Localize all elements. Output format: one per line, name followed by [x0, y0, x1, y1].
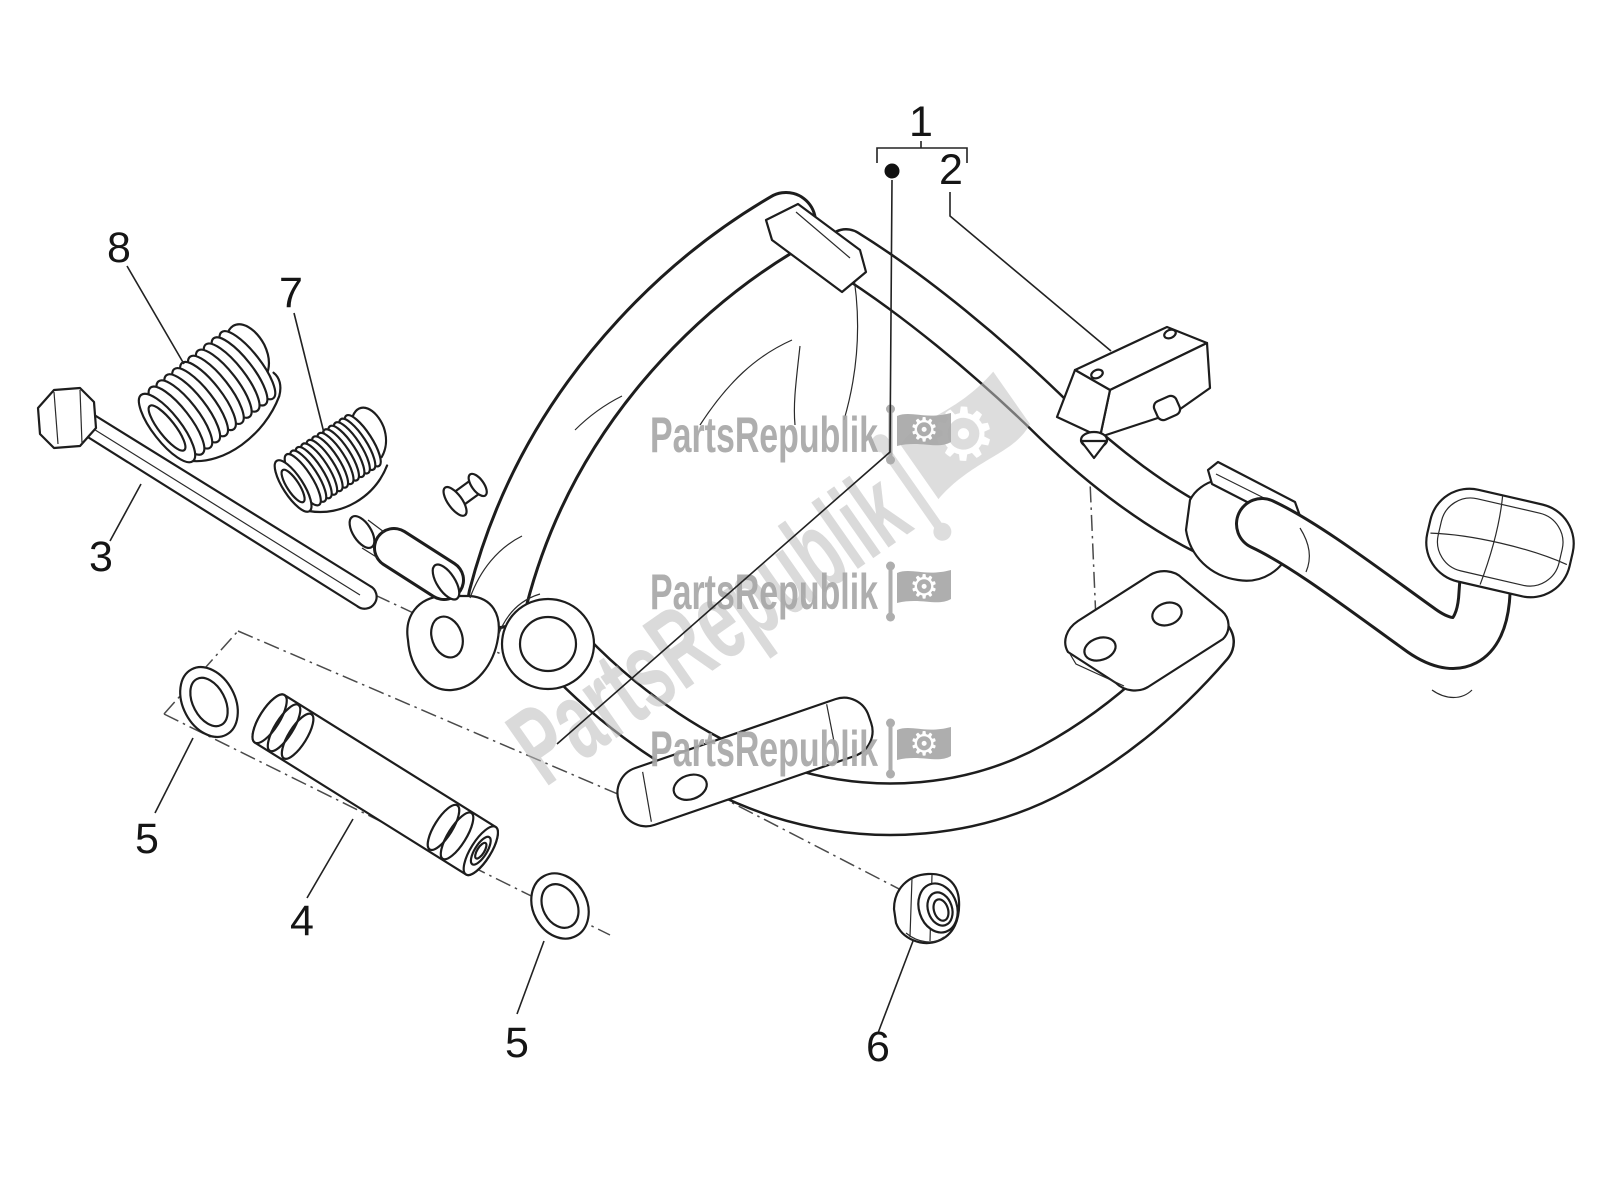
- callout-leader-lines: [109, 141, 1112, 1034]
- part-3-pivot-rod: [36, 386, 378, 610]
- gear-icon: ⚙: [909, 410, 939, 449]
- part-8-spring-large: [137, 323, 282, 464]
- callout-2: 2: [939, 146, 963, 194]
- center-stand-frame: [406, 191, 1302, 837]
- watermark-text: PartsRepublik: [650, 407, 878, 463]
- part-2-rubber-stop: [1055, 325, 1212, 460]
- callout-6: 6: [866, 1023, 890, 1071]
- callout-7: 7: [279, 269, 303, 317]
- part-4-spacer-sleeve: [251, 693, 499, 877]
- watermark-row-3: PartsRepublik ⚙: [650, 718, 951, 779]
- callout-labels: 1 2 3 4 5 5 6 7 8: [89, 98, 963, 1071]
- watermark-text: PartsRepublik: [650, 721, 878, 777]
- foot-lever: [1235, 487, 1575, 699]
- callout-8: 8: [107, 224, 131, 272]
- callout-3: 3: [89, 533, 113, 581]
- assembly-bullet: [884, 163, 900, 179]
- part-6-lock-nut: [892, 872, 961, 945]
- gear-icon: ⚙: [909, 567, 939, 606]
- part-5-oring-right: [530, 872, 590, 940]
- watermark-row-1: PartsRepublik ⚙: [650, 404, 951, 465]
- callout-4: 4: [290, 897, 314, 945]
- stand-stop-roller: [348, 515, 465, 601]
- callout-5-right: 5: [505, 1019, 529, 1067]
- spring-anchor-pin: [442, 472, 488, 517]
- gear-icon: ⚙: [909, 724, 939, 763]
- callout-1: 1: [909, 98, 933, 146]
- callout-5-left: 5: [135, 815, 159, 863]
- part-5-oring-left: [179, 666, 239, 738]
- part-7-spring-small: [273, 406, 389, 514]
- watermark-text: PartsRepublik: [650, 564, 878, 620]
- watermark-row-2: PartsRepublik ⚙: [650, 561, 951, 622]
- pedal-rubber: [1425, 487, 1575, 599]
